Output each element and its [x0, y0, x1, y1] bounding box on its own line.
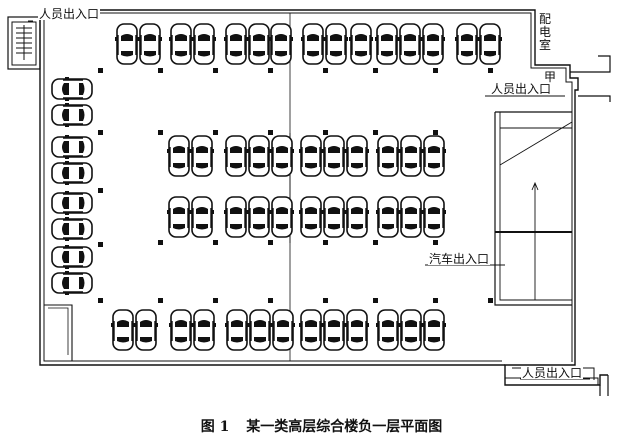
parked-car — [51, 134, 93, 160]
parked-car — [321, 196, 347, 238]
parked-car — [321, 309, 347, 351]
parked-car — [375, 135, 401, 177]
parked-car — [133, 309, 159, 351]
parked-car — [298, 196, 324, 238]
parked-car — [191, 23, 217, 65]
parked-car — [166, 196, 192, 238]
parked-car — [246, 23, 272, 65]
parked-car — [398, 309, 424, 351]
door-a-label: 甲 — [543, 70, 558, 84]
parked-car — [224, 309, 250, 351]
parked-car — [298, 135, 324, 177]
parked-car — [166, 135, 192, 177]
stair-exit-label-topleft: 人员出入口 — [38, 7, 101, 21]
stair-exit-label-bottom: 人员出入口 — [521, 366, 584, 380]
parked-car — [51, 160, 93, 186]
parked-car — [374, 23, 400, 65]
parked-car — [223, 196, 249, 238]
parked-car — [298, 309, 324, 351]
parked-car — [51, 102, 93, 128]
parking-row-middle-upper — [166, 135, 447, 177]
parked-car — [223, 23, 249, 65]
parked-car — [137, 23, 163, 65]
parked-car — [375, 309, 401, 351]
parked-car — [421, 196, 447, 238]
figure-title: 某一类高层综合楼负一层平面图 — [246, 419, 443, 435]
parked-car — [269, 135, 295, 177]
parked-car — [51, 216, 93, 242]
parked-car — [110, 309, 136, 351]
parked-car — [397, 23, 423, 65]
parked-car — [477, 23, 503, 65]
parked-car — [321, 135, 347, 177]
parked-car — [168, 23, 194, 65]
parked-car — [246, 135, 272, 177]
substation-label: 配电室 — [538, 12, 552, 52]
car-entrance-label: 汽车出入口 — [428, 252, 491, 266]
parked-car — [454, 23, 480, 65]
parked-car — [344, 309, 370, 351]
parked-car — [323, 23, 349, 65]
parking-column-left — [51, 76, 93, 296]
label-leaders — [28, 20, 590, 380]
parking-row-middle-lower — [166, 196, 447, 238]
parked-car — [114, 23, 140, 65]
parked-car — [51, 270, 93, 296]
parked-car — [398, 135, 424, 177]
parked-car — [270, 309, 296, 351]
parked-car — [246, 196, 272, 238]
figure-caption: 图 1 某一类高层综合楼负一层平面图 — [0, 416, 643, 436]
parked-car — [344, 196, 370, 238]
parked-car — [51, 76, 93, 102]
parked-car — [168, 309, 194, 351]
parked-car — [191, 309, 217, 351]
parked-car — [375, 196, 401, 238]
parked-car — [189, 196, 215, 238]
columns — [98, 68, 493, 303]
parked-car — [247, 309, 273, 351]
figure-number: 图 1 — [200, 419, 230, 435]
parked-car — [268, 23, 294, 65]
parked-car — [300, 23, 326, 65]
parked-car — [269, 196, 295, 238]
parked-car — [420, 23, 446, 65]
parked-car — [348, 23, 374, 65]
parked-car — [51, 190, 93, 216]
exterior-walls — [7, 9, 611, 396]
parking-row-top — [114, 23, 503, 65]
parked-car — [189, 135, 215, 177]
parked-car — [223, 135, 249, 177]
parked-car — [51, 244, 93, 270]
parked-car — [398, 196, 424, 238]
parking-row-bottom — [110, 309, 447, 351]
stair-exit-label-right: 人员出入口 — [490, 82, 553, 96]
parked-car — [344, 135, 370, 177]
parked-car — [421, 135, 447, 177]
parked-car — [421, 309, 447, 351]
